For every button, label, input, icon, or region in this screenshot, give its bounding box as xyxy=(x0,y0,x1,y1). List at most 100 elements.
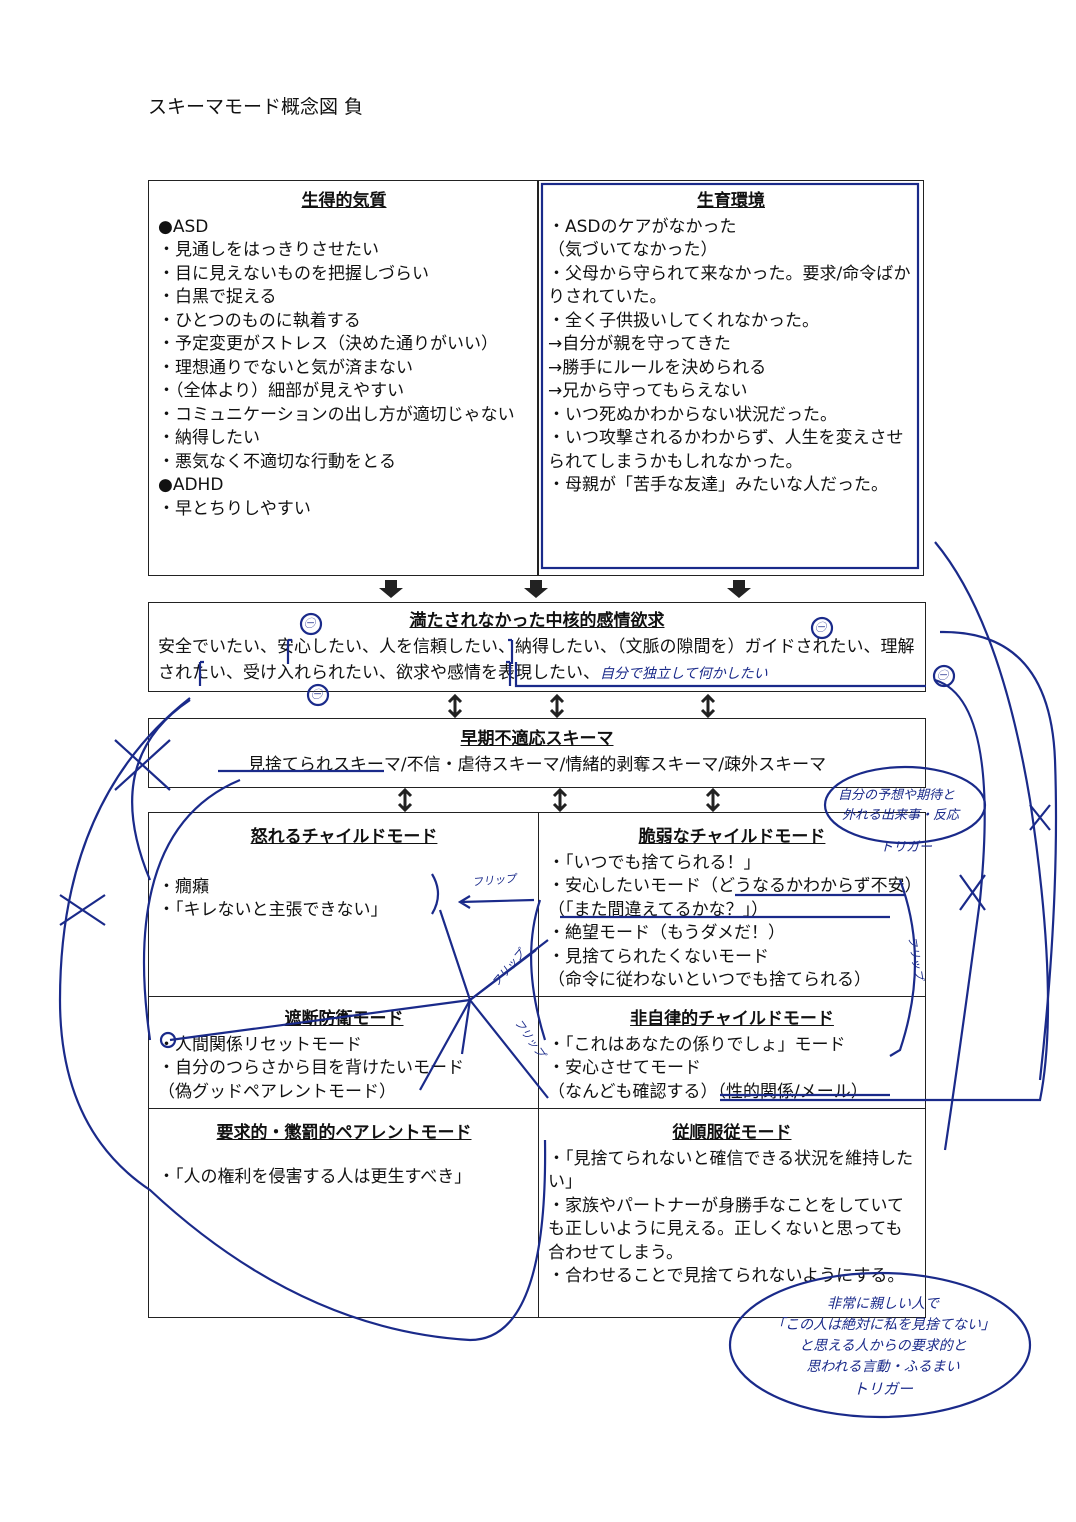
double-arrow-icon xyxy=(705,787,721,813)
temperament-box xyxy=(148,180,538,576)
list-item: ・いつ死ぬかわからない状況だった。 xyxy=(548,404,837,425)
double-arrow-icon xyxy=(700,693,716,719)
demanding-parent-list: ・「人の権利を侵害する人は更生すべき」 xyxy=(158,1166,530,1190)
environment-list: ・ASDのケアがなかった （気づいてなかった） ・父母から守られて来なかった。要求/… xyxy=(548,216,914,498)
list-item: ・コミュニケーションの出し方が適切じゃない xyxy=(158,404,515,425)
demanding-parent-heading: 要求的・懲罰的ペアレントモード xyxy=(216,1123,472,1143)
list-item: ・理想通りでないと気が済まない xyxy=(158,357,413,378)
environment-cell: 生育環境 ・ASDのケアがなかった （気づいてなかった） ・父母から守られて来なかっ… xyxy=(542,186,920,502)
compliant-heading: 従順服従モード xyxy=(672,1123,792,1143)
list-item: ●ADHD xyxy=(158,475,224,495)
minus-label-1: ㊀ xyxy=(304,617,315,630)
undisciplined-list: ・「これはあなたの係りでしょ」モード・安心させてモード （なんども確認する）（性的… xyxy=(548,1034,916,1105)
arrow-down-icon xyxy=(524,580,548,598)
list-item: ・家族やパートナーが身勝手なことをしていても正しいように見える。正しくないと思っ… xyxy=(548,1195,904,1263)
double-arrow-icon xyxy=(549,693,565,719)
schema-text: 見捨てられスキーマ/不信・虐待スキーマ/情緒的剥奪スキーマ/疎外スキーマ xyxy=(247,754,827,775)
list-item: ・「人の権利を侵害する人は更生すべき」 xyxy=(158,1166,472,1187)
list-item: ・目に見えないものを把握しづらい xyxy=(158,263,429,284)
temperament-cell: 生得的気質 ●ASD・見通しをはっきりさせたい・目に見えないものを把握しづらい・… xyxy=(152,186,536,525)
list-item: （命令に従わないといつでも捨てられる） xyxy=(548,970,871,990)
list-item: ●ASD xyxy=(158,216,209,237)
list-item: ・悪気なく不適切な行動をとる xyxy=(158,451,396,472)
minus-label-2: ㊀ xyxy=(311,688,322,701)
list-item: （偽グッドペアレントモード） xyxy=(158,1081,396,1102)
needs-heading: 満たされなかった中核的感情欲求 xyxy=(409,611,665,631)
list-item: ・絶望モード（もうダメだ！） xyxy=(548,923,785,943)
list-item: ・予定変更がストレス（決めた通りがいい） xyxy=(158,334,498,354)
compliant-list: ・「見捨てられないと確信できる状況を維持したい」・家族やパートナーが身勝手なこと… xyxy=(548,1148,916,1289)
mode-grid-row2 xyxy=(148,1108,926,1109)
black-arrows xyxy=(379,580,751,598)
list-item: ・早とちりしやすい xyxy=(158,498,311,519)
detached-list: ・人間関係リセットモード・自分のつらさから目を背けたいモード （偽グッドペアレント… xyxy=(158,1034,530,1105)
arrow-down-icon xyxy=(379,580,403,598)
list-item: ・いつ攻撃されるかわからず、人生を変えさせられてしまうかもしれなかった。 xyxy=(548,428,904,472)
temperament-list: ●ASD ・見通しをはっきりさせたい・目に見えないものを把握しづらい・白黒で捉える… xyxy=(158,216,530,522)
list-item: ・ひとつのものに執着する xyxy=(158,310,361,331)
needs-cell: 満たされなかった中核的感情欲求 安全でいたい、安心したい、人を信頼したい、納得し… xyxy=(152,608,922,689)
needs-handwritten: 自分で独立して何かしたい xyxy=(600,665,768,682)
undisciplined-cell: 非自律的チャイルドモード ・「これはあなたの係りでしょ」モード・安心させてモード… xyxy=(542,1004,922,1108)
list-item: ・安心したいモード（どうなるかわからず不安）（「また間違えてるかな？」） xyxy=(548,876,914,920)
trigger2-note: 非常に親しい人で「この人は絶対に私を見捨てない」と思える人からの要求的と思われる… xyxy=(738,1294,1028,1399)
list-item: ・母親が「苦手な友達」みたいな人だった。 xyxy=(548,475,888,495)
list-item: ・見捨てられたくないモード xyxy=(548,946,769,967)
list-item: ・人間関係リセットモード xyxy=(158,1034,362,1055)
mode-grid-divider xyxy=(538,812,539,1318)
list-item: ・自分のつらさから目を背けたいモード xyxy=(158,1058,464,1078)
list-item: ・「いつでも捨てられる！」 xyxy=(548,852,761,873)
list-item: 「この人は絶対に私を見捨てない」 xyxy=(771,1317,995,1333)
environment-heading: 生育環境 xyxy=(697,191,765,211)
temperament-heading: 生得的気質 xyxy=(301,191,387,211)
list-item: ・「これはあなたの係りでしょ」モード xyxy=(548,1034,846,1055)
list-item: ・白黒で捉える xyxy=(158,287,277,307)
list-item: ・（全体より）細部が見えやすい xyxy=(158,381,405,401)
schema-heading: 早期不適応スキーマ xyxy=(460,729,614,749)
trigger1-label: トリガー xyxy=(880,840,933,855)
list-item: 非常に親しい人で xyxy=(827,1296,939,1312)
list-item: ・「見捨てられないと確信できる状況を維持したい」 xyxy=(548,1148,914,1193)
needs-text: 安全でいたい、安心したい、人を信頼したい、納得したい、（文脈の隙間を）ガイドされ… xyxy=(158,636,915,683)
x-mark-icon xyxy=(1029,804,1051,831)
minus-label-4: ㊀ xyxy=(937,669,948,682)
list-item: ・納得したい xyxy=(158,428,260,448)
right-loop xyxy=(939,630,1058,1081)
vulnerable-child-list: ・「いつでも捨てられる！」・安心したいモード（どうなるかわからず不安）（「また間… xyxy=(548,852,916,993)
list-item: ・父母から守られて来なかった。要求/命令ばかりされていた。 xyxy=(548,263,911,308)
list-item: ・ASDのケアがなかった xyxy=(548,216,737,237)
undisciplined-heading: 非自律的チャイルドモード xyxy=(630,1009,834,1029)
trigger1-note-1: 自分の予想や期待と xyxy=(838,788,956,803)
list-item: →勝手にルールを決められる xyxy=(548,357,767,378)
right-loop xyxy=(934,678,986,1151)
list-item: ・合わせることで見捨てられないようにする。 xyxy=(548,1266,905,1286)
compliant-cell: 従順服従モード ・「見捨てられないと確信できる状況を維持したい」・家族やパートナ… xyxy=(542,1118,922,1293)
list-item: →兄から守ってもらえない xyxy=(548,381,748,401)
detached-cell: 遮断防衛モード ・人間関係リセットモード・自分のつらさから目を背けたいモード （偽… xyxy=(152,1004,536,1108)
list-item: （気づいてなかった） xyxy=(548,240,718,260)
list-item: ・安心させてモード xyxy=(548,1058,701,1078)
trigger2-label: トリガー xyxy=(852,1380,913,1398)
list-item: と思える人からの要求的と xyxy=(799,1338,967,1354)
demanding-parent-cell: 要求的・懲罰的ペアレントモード ・「人の権利を侵害する人は更生すべき」 xyxy=(152,1118,536,1193)
vulnerable-child-cell: 脆弱なチャイルドモード ・「いつでも捨てられる！」・安心したいモード（どうなるか… xyxy=(542,822,922,997)
page-title: スキーマモード概念図 負 xyxy=(148,96,364,118)
list-item: ・全く子供扱いしてくれなかった。 xyxy=(548,310,819,331)
list-item: ・見通しをはっきりさせたい xyxy=(158,240,379,260)
double-arrow-icon xyxy=(552,787,568,813)
detached-heading: 遮断防衛モード xyxy=(284,1009,404,1029)
x-mark-icon xyxy=(959,874,986,911)
minus-label-3: ㊀ xyxy=(815,621,826,634)
double-arrow-icon xyxy=(447,693,463,719)
list-item: →自分が親を守ってきた xyxy=(548,334,731,354)
schema-cell: 早期不適応スキーマ 見捨てられスキーマ/不信・虐待スキーマ/情緒的剥奪スキーマ/… xyxy=(152,726,922,780)
list-item: ・「キレないと主張できない」 xyxy=(158,900,388,920)
arrow-down-icon xyxy=(727,580,751,598)
angry-child-heading: 怒れるチャイルドモード xyxy=(250,827,438,847)
list-item: 思われる言動・ふるまい xyxy=(806,1359,960,1375)
trigger1-note-2: 外れる出来事・反応 xyxy=(842,808,960,823)
trigger2-list: 非常に親しい人で「この人は絶対に私を見捨てない」と思える人からの要求的と思われる… xyxy=(738,1294,1028,1378)
vulnerable-child-heading: 脆弱なチャイルドモード xyxy=(638,827,826,847)
list-item: （なんども確認する）（性的関係/メール） xyxy=(548,1081,868,1102)
x-mark-icon xyxy=(59,894,106,926)
